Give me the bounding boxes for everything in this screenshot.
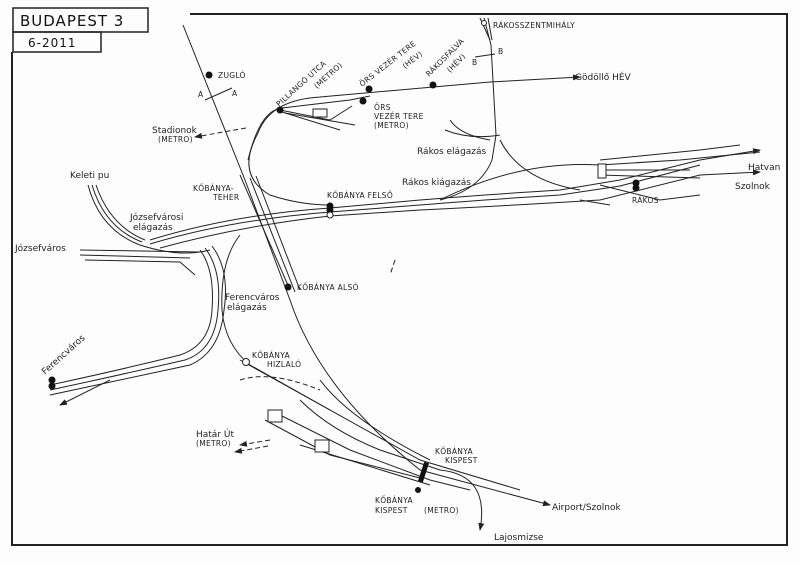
label-lajosmizse: Lajosmizse bbox=[494, 533, 544, 543]
label-ferencvaros-1: Ferencváros bbox=[225, 293, 280, 303]
label-szolnok: Szolnok bbox=[735, 182, 771, 192]
label-kobanya-kispest-2: KISPEST bbox=[445, 456, 478, 465]
section-a-left: A bbox=[198, 90, 204, 99]
label-kobanya-hizlalo-1: KŐBÁNYA bbox=[252, 351, 291, 360]
section-b-right: B bbox=[498, 47, 503, 56]
label-kobanya-hizlalo-2: HIZLALÓ bbox=[267, 360, 301, 369]
label-zuglo: ZUGLÓ bbox=[218, 71, 246, 80]
label-jozsefvarosi-2: elágazás bbox=[133, 223, 173, 233]
label-stadionok-sub: (METRO) bbox=[158, 135, 193, 144]
label-ferencvaros-2: elágazás bbox=[227, 303, 267, 313]
section-b-left: B bbox=[472, 58, 477, 67]
label-hatar-ut: Határ Út bbox=[196, 428, 234, 440]
label-airport: Airport/Szolnok bbox=[552, 503, 621, 513]
label-godollo: Gödöllő HÉV bbox=[575, 71, 632, 83]
label-hatvan: Hatvan bbox=[748, 163, 780, 173]
label-stadionok: Stadionok bbox=[152, 126, 198, 136]
label-rakos-elagazas: Rákos elágazás bbox=[417, 147, 487, 157]
label-ors-metro-2: VEZÉR TERE bbox=[374, 112, 424, 121]
label-ors-metro-1: ÖRS bbox=[374, 103, 391, 112]
map-date: 6-2011 bbox=[28, 36, 77, 50]
tracks bbox=[49, 17, 761, 531]
label-kk-metro-2: KISPEST bbox=[375, 506, 408, 515]
label-ors-metro-3: (METRO) bbox=[374, 121, 409, 130]
label-kobanya-also: KŐBÁNYA ALSÓ bbox=[297, 283, 359, 292]
label-rakos-kiagazas: Rákos kiágazás bbox=[402, 178, 471, 188]
label-kobanya-kispest-1: KŐBÁNYA bbox=[435, 447, 474, 456]
label-jozsefvaros: Józsefváros bbox=[14, 243, 66, 254]
label-kk-metro-3: (METRO) bbox=[424, 506, 459, 515]
map-title: BUDAPEST 3 bbox=[20, 12, 124, 30]
label-kobanya-felso: KŐBÁNYA FELSŐ bbox=[327, 191, 393, 200]
label-jozsefvarosi-1: Józsefvárosi bbox=[129, 212, 183, 223]
label-ferencvaros: Ferencváros bbox=[40, 333, 87, 377]
label-rakosszentmihaly: RÁKOSSZENTMIHÁLY bbox=[493, 21, 575, 30]
label-kobanya-teher-1: KŐBÁNYA- bbox=[193, 184, 234, 193]
section-a-right: A bbox=[232, 89, 238, 98]
frame bbox=[11, 7, 788, 546]
label-rakos: RÁKOS bbox=[632, 196, 659, 205]
label-kobanya-teher-2: TEHER bbox=[212, 193, 239, 202]
label-hatar-ut-sub: (METRO) bbox=[196, 439, 231, 448]
station-markers bbox=[48, 20, 640, 493]
label-kk-metro-1: KŐBÁNYA bbox=[375, 496, 414, 505]
labels: ZUGLÓ PILLANGÓ UTCA (METRO) ÖRS VEZÉR TE… bbox=[14, 21, 780, 543]
label-keleti: Keleti pu bbox=[70, 171, 109, 181]
